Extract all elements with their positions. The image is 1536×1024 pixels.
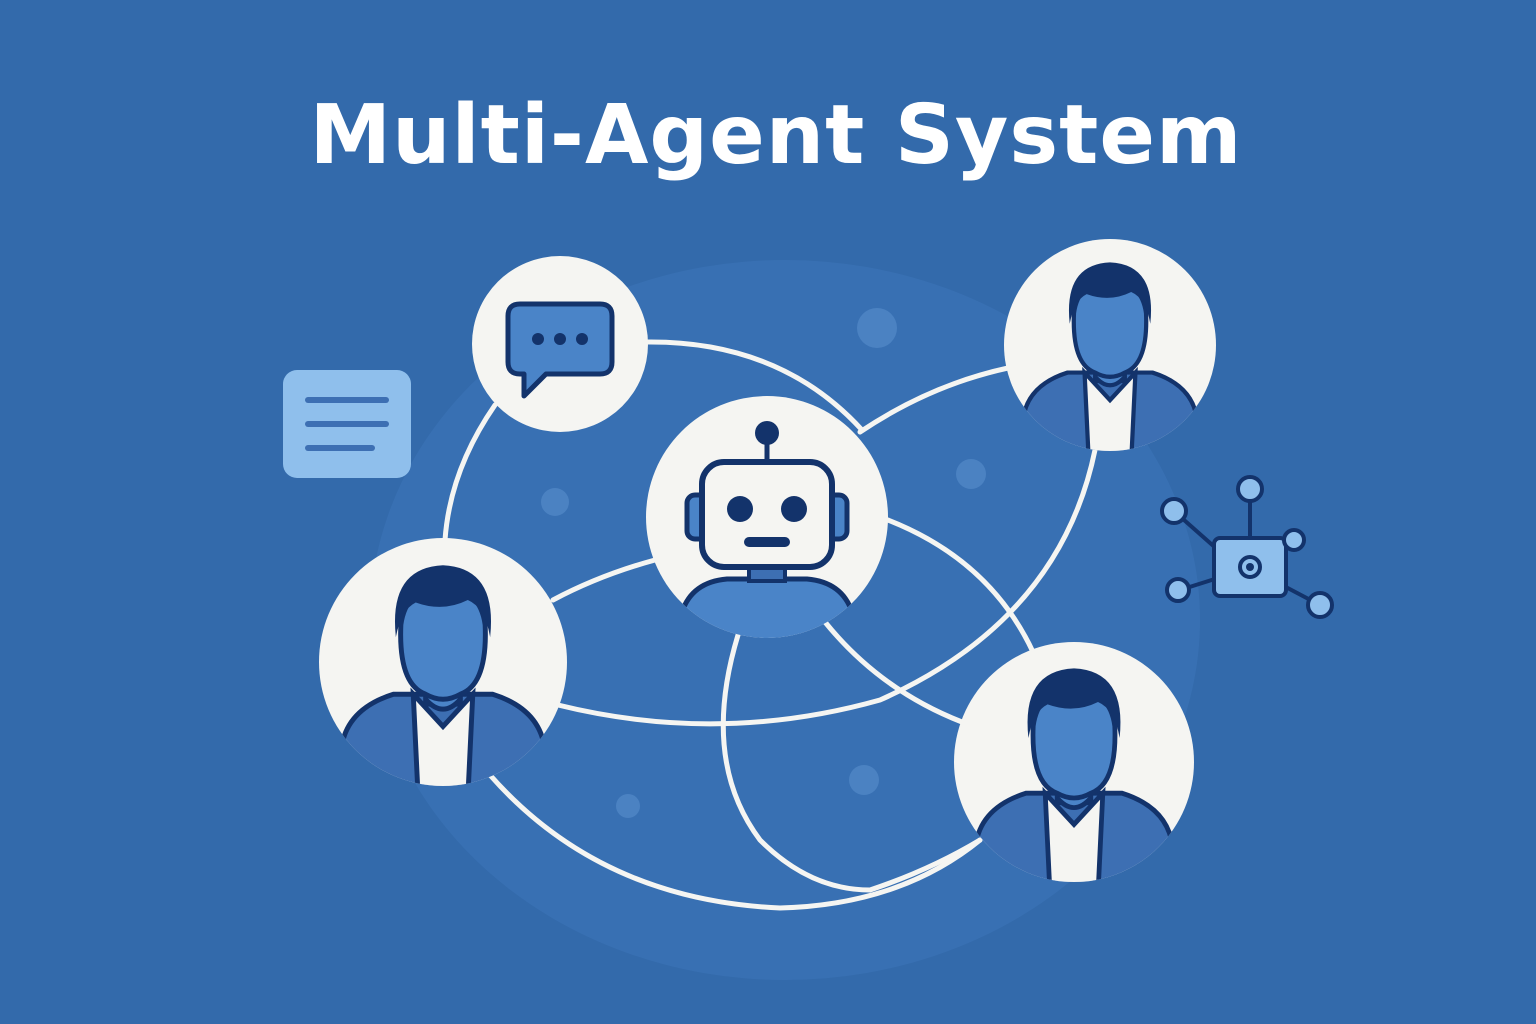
- robot-agent-node: [646, 396, 888, 638]
- page-title: Multi-Agent System: [309, 88, 1243, 183]
- chat-node: [472, 256, 648, 432]
- robot-icon: [679, 421, 855, 638]
- connection-lines: [442, 339, 1098, 911]
- document-icon: [283, 370, 411, 478]
- chat-icon: [505, 301, 615, 399]
- network-icon: [1160, 475, 1334, 619]
- background-dots: [541, 308, 986, 818]
